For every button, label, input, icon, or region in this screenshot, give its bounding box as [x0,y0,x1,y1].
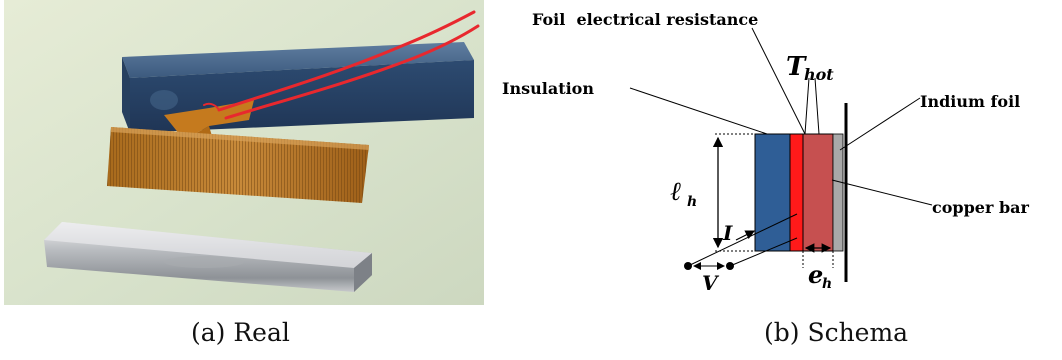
copper-layer [802,133,834,252]
metal-bar [44,222,372,292]
insulation-layer [754,133,791,252]
foil-resistance-leader [751,27,806,135]
foil-layer [789,133,804,252]
length-subscript: h [687,194,697,210]
thickness-label: e h [808,260,832,292]
t-hot-leader-2 [814,77,820,135]
photo-caption: (a) Real [191,318,290,347]
current-lead-2 [729,237,798,267]
insulation-label: Insulation [502,79,594,98]
foil-resistance-label: Foil electrical resistance [532,10,758,29]
t-hot-main: T [786,52,807,82]
current-label: I [722,221,733,245]
indium-foil-leader [839,97,921,151]
voltage-terminal-left [684,262,692,270]
schema-caption: (b) Schema [764,318,909,347]
t-hot-leader-1 [804,77,810,135]
length-label: ℓ h [670,177,697,210]
length-main: ℓ [670,177,681,207]
real-photo [4,0,484,305]
thickness-subscript: h [822,276,832,292]
voltage-terminal-right [726,262,734,270]
indium-foil-label: Indium foil [920,92,1020,111]
copper-bar-leader [831,179,933,206]
schema-diagram: Foil electrical resistance Insulation T … [502,10,1030,295]
current-arrow [735,230,756,241]
foil-strip [107,127,369,203]
voltage-label: V [702,271,720,295]
thickness-main: e [808,260,823,289]
t-hot-label: T hot [786,52,834,84]
current-lead-1 [687,213,798,267]
copper-bar-label: copper bar [932,198,1030,217]
red-wires [203,10,480,120]
indium-layer [832,133,844,252]
insulation-leader [629,87,768,135]
t-hot-subscript: hot [804,65,834,84]
